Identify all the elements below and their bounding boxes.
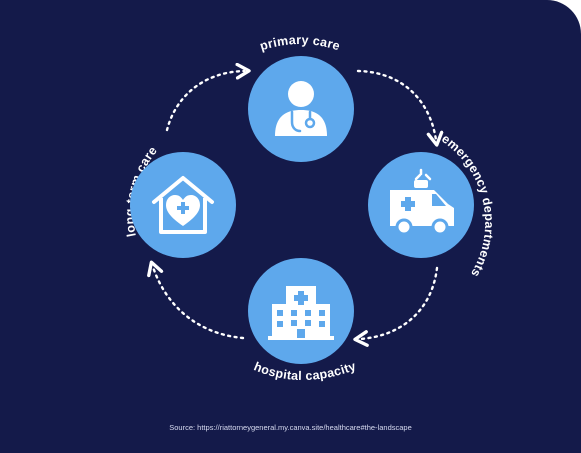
arrow-emergency-to-hospital [353,266,439,347]
arrow-longterm-to-primary [165,62,251,132]
node-hospital-capacity [248,258,354,364]
arrow-primary-to-emergency [356,69,444,147]
node-long-term-care [130,152,236,258]
doctor-icon [275,81,327,136]
source-credit: Source: https://riattorneygeneral.my.can… [169,423,412,432]
heart-home-icon [152,176,214,234]
hospital-building-icon [268,286,334,340]
ambulance-icon [390,168,454,236]
node-emergency-departments [368,152,474,258]
label-primary-care: primary care [258,33,342,53]
arrow-hospital-to-longterm [147,260,245,340]
node-primary-care [248,56,354,162]
